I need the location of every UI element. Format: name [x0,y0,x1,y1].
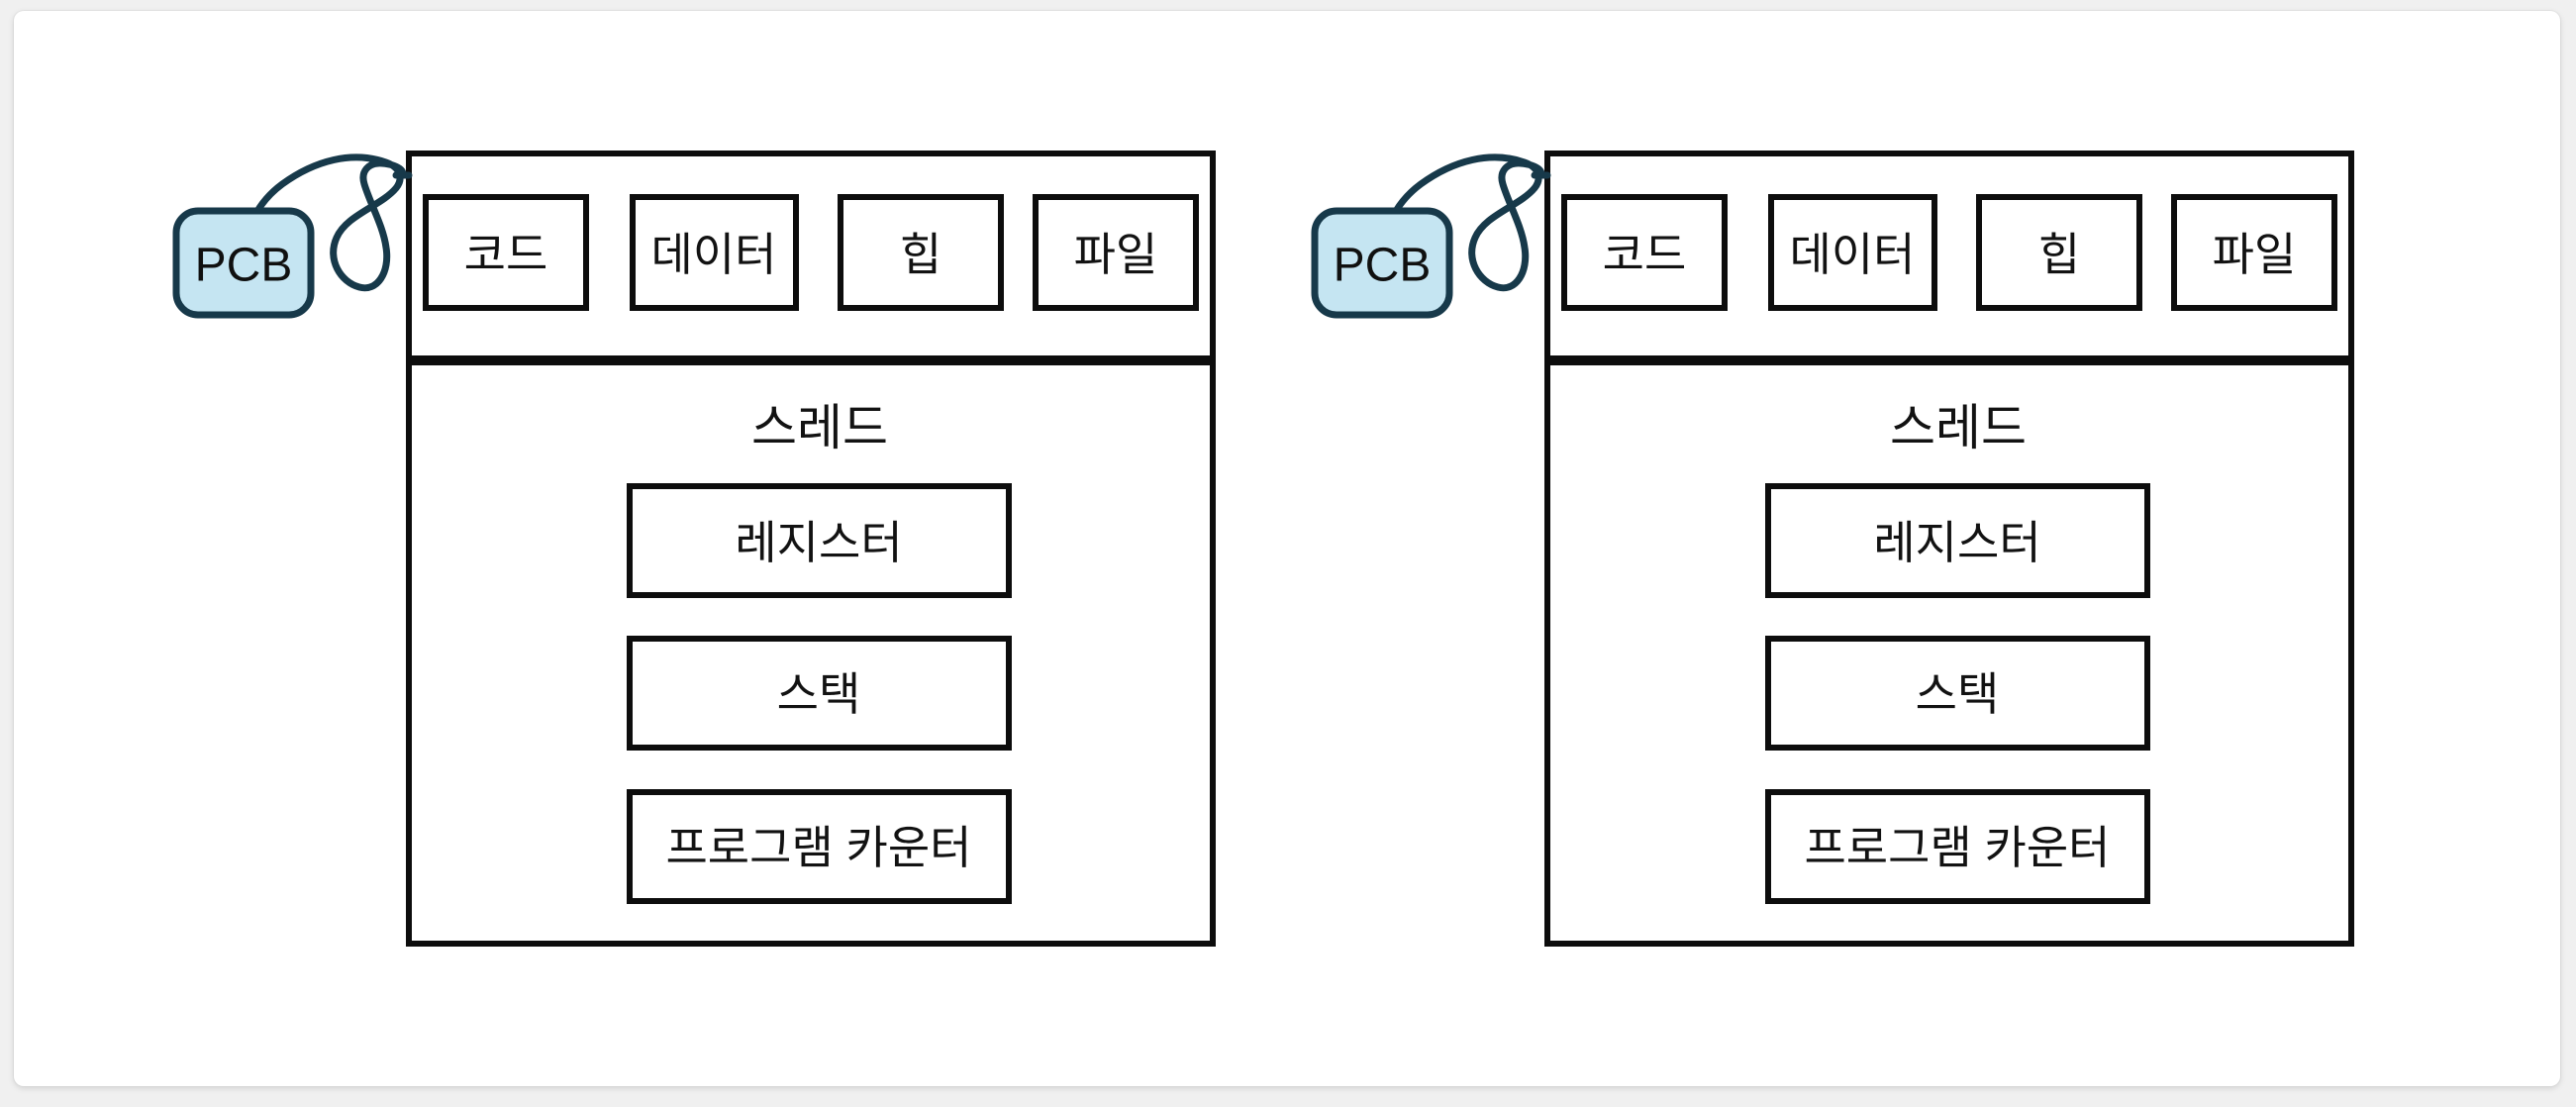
segment-label-file-right: 파일 [2213,229,2297,280]
memory-segments-left: 코드 데이터 힙 파일 [423,194,1199,311]
pcb-tag-left[interactable] [172,207,315,319]
pcb-string-left [240,153,413,292]
segment-label-heap-right: 힙 [2038,229,2080,280]
thread-label-stack-left: 스택 [777,668,861,720]
segment-box-data-left[interactable] [630,194,799,311]
segment-label-code-left: 코드 [464,229,548,280]
pcb-string-right [1378,153,1551,292]
segment-label-code-right: 코드 [1603,229,1687,280]
segment-label-file-left: 파일 [1074,229,1158,280]
thread-box-program-counter-right[interactable] [1765,789,2150,904]
segment-box-file-left[interactable] [1033,194,1199,311]
pcb-tag-label-left: PCB [195,240,293,292]
process-right-group: 코드 데이터 힙 파일 스레드 레지스터 스택 프로그램 카운터 PCB [1311,151,2354,947]
segment-box-code-right[interactable] [1561,194,1728,311]
thread-label-program-counter-right: 프로그램 카운터 [1804,822,2110,873]
thread-title-left: 스레드 [751,400,888,455]
thread-box-program-counter-left[interactable] [627,789,1012,904]
memory-segments-right: 코드 데이터 힙 파일 [1561,194,2337,311]
segment-label-data-right: 데이터 [1790,229,1916,280]
segment-box-heap-right[interactable] [1976,194,2142,311]
thread-box-register-right[interactable] [1765,483,2150,598]
thread-title-right: 스레드 [1890,400,2027,455]
segment-box-heap-left[interactable] [838,194,1004,311]
thread-label-stack-right: 스택 [1916,668,2000,720]
pcb-tag-label-right: PCB [1334,240,1432,292]
segment-label-data-left: 데이터 [651,229,777,280]
pcb-tag-right[interactable] [1311,207,1453,319]
thread-box-stack-left[interactable] [627,636,1012,751]
segment-box-code-left[interactable] [423,194,589,311]
thread-area-left: 스레드 레지스터 스택 프로그램 카운터 [627,400,1012,904]
process-left-group: 코드 데이터 힙 파일 스레드 레지스터 스택 프로그램 카운터 [172,151,1216,947]
thread-label-program-counter-left: 프로그램 카운터 [665,822,971,873]
segment-box-file-right[interactable] [2171,194,2337,311]
thread-label-register-left: 레지스터 [735,517,902,568]
thread-label-register-right: 레지스터 [1873,517,2040,568]
thread-box-register-left[interactable] [627,483,1012,598]
thread-box-stack-right[interactable] [1765,636,2150,751]
segment-label-heap-left: 힙 [900,229,941,280]
segment-box-data-right[interactable] [1768,194,1937,311]
thread-area-right: 스레드 레지스터 스택 프로그램 카운터 [1765,400,2150,904]
